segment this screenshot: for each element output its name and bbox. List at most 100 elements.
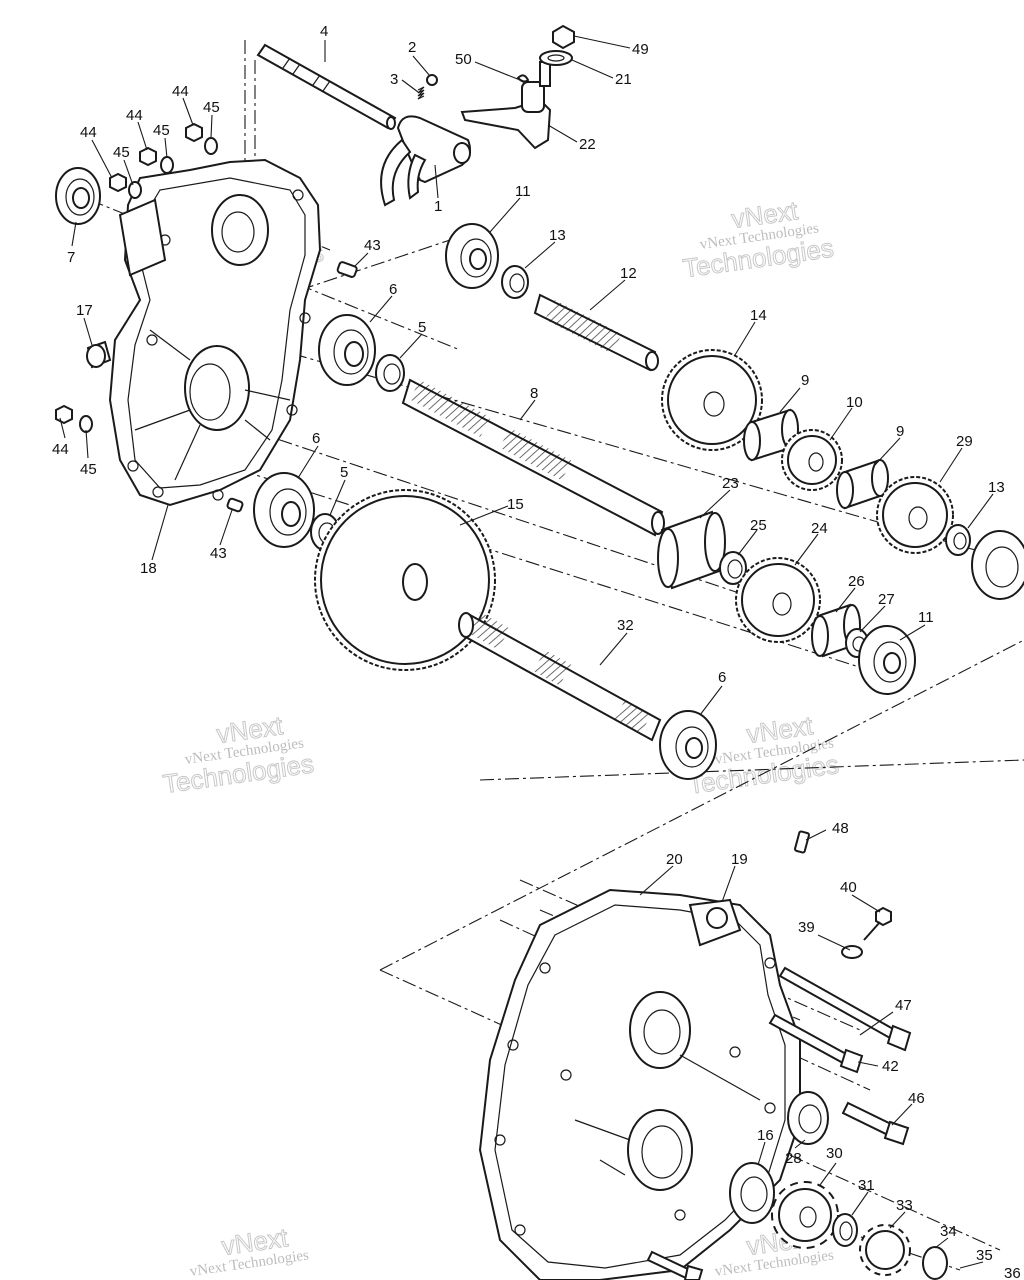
gear-10	[781, 429, 843, 491]
nut-washer	[516, 24, 575, 83]
bearing-6-top	[318, 314, 376, 386]
callout-17: 17	[76, 302, 93, 319]
callout-49: 49	[632, 41, 649, 58]
callout-50: 50	[455, 51, 472, 68]
bearing-6-mid	[253, 472, 315, 548]
callout-44: 44	[80, 124, 97, 141]
clip-31	[832, 1213, 858, 1247]
callout-6: 6	[389, 281, 397, 298]
pin-48	[794, 830, 810, 854]
callout-13: 13	[988, 479, 1005, 496]
washer-5-top	[375, 354, 405, 392]
callout-16: 16	[757, 1127, 774, 1144]
callout-43: 43	[364, 237, 381, 254]
shaft-12	[533, 293, 659, 372]
dowel-pin	[226, 497, 244, 513]
callout-8: 8	[530, 385, 538, 402]
callout-26: 26	[848, 573, 865, 590]
bearing-6-bottom	[659, 710, 717, 780]
sprocket-33	[859, 1224, 911, 1276]
seal-16	[729, 1162, 775, 1224]
callout-7: 7	[67, 249, 75, 266]
callout-21: 21	[615, 71, 632, 88]
callout-29: 29	[956, 433, 973, 450]
callout-18: 18	[140, 560, 157, 577]
callout-48: 48	[832, 820, 849, 837]
callout-44: 44	[172, 83, 189, 100]
callout-5: 5	[340, 464, 348, 481]
callout-45: 45	[80, 461, 97, 478]
callout-19: 19	[731, 851, 748, 868]
shift-fork	[380, 115, 471, 207]
shift-shaft	[256, 43, 397, 130]
dowel-pin	[336, 261, 358, 278]
callout-40: 40	[840, 879, 857, 896]
left-case-half	[108, 158, 322, 507]
bolt-46	[841, 1101, 910, 1146]
callout-14: 14	[750, 307, 767, 324]
callout-44: 44	[126, 107, 143, 124]
callout-10: 10	[846, 394, 863, 411]
spring-ball	[417, 74, 438, 100]
sprocket-30	[771, 1181, 839, 1249]
callout-36: 36	[1004, 1265, 1021, 1280]
callout-32: 32	[617, 617, 634, 634]
callout-45: 45	[203, 99, 220, 116]
plug-17	[86, 340, 112, 369]
seal-28	[787, 1091, 829, 1145]
callout-2: 2	[408, 39, 416, 56]
washer-34	[922, 1246, 948, 1280]
nuts-washers-left	[55, 404, 93, 433]
gear-24	[735, 557, 821, 643]
watermark-left-mid: vNext vNext Technologies Technologies	[161, 710, 316, 800]
callouts: 4 2 3 50 49 21 22 1 44 45 44 45 44 45 7 …	[52, 23, 1021, 1280]
callout-39: 39	[798, 919, 815, 936]
callout-13: 13	[549, 227, 566, 244]
callout-28: 28	[785, 1150, 802, 1167]
watermark-right-top: vNext vNext Technologies Technologies	[681, 195, 836, 284]
callout-11: 11	[515, 183, 531, 200]
callout-24: 24	[811, 520, 828, 537]
callout-1: 1	[434, 198, 442, 215]
washer-13-right	[945, 524, 971, 556]
callout-4: 4	[320, 23, 328, 40]
bolt-bottom	[646, 1250, 704, 1280]
bearing-right-edge	[971, 530, 1024, 600]
gear-23	[657, 510, 726, 590]
callout-9: 9	[801, 372, 809, 389]
leader-lines	[59, 35, 994, 1269]
washer-13-top	[501, 265, 529, 299]
callout-27: 27	[878, 591, 895, 608]
gear-29	[876, 476, 954, 554]
callout-30: 30	[826, 1145, 843, 1162]
callout-45: 45	[153, 122, 170, 139]
callout-6: 6	[312, 430, 320, 447]
callout-20: 20	[666, 851, 683, 868]
bolt-40	[841, 906, 892, 959]
right-case-half	[478, 888, 801, 1280]
callout-43: 43	[210, 545, 227, 562]
callout-25: 25	[750, 517, 767, 534]
callout-11: 11	[918, 609, 934, 626]
nuts-washers-top	[109, 122, 218, 199]
callout-44: 44	[52, 441, 69, 458]
gear-14	[661, 349, 763, 451]
bearing-11-top	[445, 223, 499, 289]
callout-5: 5	[418, 319, 426, 336]
callout-3: 3	[390, 71, 398, 88]
callout-35: 35	[976, 1247, 993, 1264]
callout-31: 31	[858, 1177, 875, 1194]
callout-33: 33	[896, 1197, 913, 1214]
seal-7	[55, 167, 101, 225]
callout-47: 47	[895, 997, 912, 1014]
callout-6: 6	[718, 669, 726, 686]
shift-arm	[460, 61, 552, 150]
callout-12: 12	[620, 265, 637, 282]
callout-22: 22	[579, 136, 596, 153]
callout-46: 46	[908, 1090, 925, 1107]
callout-9: 9	[896, 423, 904, 440]
callout-15: 15	[507, 496, 524, 513]
callout-45: 45	[113, 144, 130, 161]
spacer-9b	[836, 458, 889, 510]
